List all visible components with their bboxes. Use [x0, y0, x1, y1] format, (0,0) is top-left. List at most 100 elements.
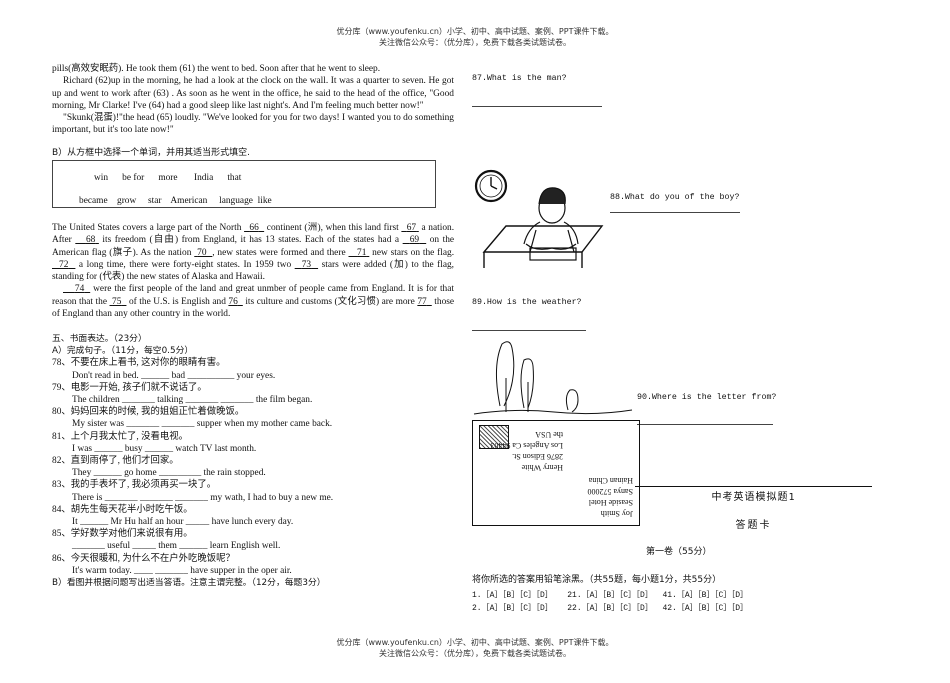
story-paragraph-1: pills(高效安眠药). He took them (61) the went… — [52, 64, 381, 74]
answer-card-part1: 第一卷（55分） — [646, 547, 712, 557]
answer-card-instruction: 将你所选的答案用铅笔涂黑。（共55题，每小题1分，共55分） — [472, 575, 722, 585]
answer-line-89[interactable] — [472, 330, 586, 331]
tree-icon — [565, 389, 579, 413]
answer-item[interactable]: 21.［A］［B］［C］［D］ — [567, 591, 653, 600]
sentence-item: 86、今天很暖和, 为什么不在户外吃晚饭呢？It's warm today. _… — [52, 553, 454, 577]
answer-item[interactable]: 1.［A］［B］［C］［D］ — [472, 591, 553, 600]
header-line-1: 优分库（www.youfenku.cn）小学、初中、高中试题、案例、PPT课件下… — [336, 27, 614, 36]
answer-card-subtitle: 答题卡 — [735, 520, 772, 531]
sentence-en: The children _______ talking _______ ___… — [72, 395, 313, 406]
word-item: like — [257, 196, 272, 206]
blank-74: 74 — [74, 284, 85, 295]
story-passage: pills(高效安眠药). He took them (61) the went… — [52, 63, 454, 137]
trees-weather-illustration — [473, 341, 633, 415]
word-item: became — [79, 196, 108, 206]
page-footer: 优分库（www.youfenku.cn）小学、初中、高中试题、案例、PPT课件下… — [0, 637, 950, 659]
answer-item[interactable]: 22.［A］［B］［C］［D］ — [567, 604, 653, 613]
blank-69: 69 — [409, 235, 420, 246]
header-line-2: 关注微信公众号：（优分库），免费下载各类试题试卷。 — [379, 38, 571, 47]
sentence-item: 84、胡先生每天花半小时吃午饭。 It ______ Mr Hu half an … — [52, 504, 454, 528]
blank-68: 68 — [85, 235, 96, 246]
word-box-row-2: became grow star American language like — [79, 196, 272, 206]
word-item: grow — [117, 196, 137, 206]
sentence-cn: 84、胡先生每天花半小时吃午饭。 — [52, 504, 193, 515]
sentence-item: 82、直到雨停了, 他们才回家。They ______ go home ____… — [52, 455, 454, 479]
sentence-cn: 80、妈妈回来的时候, 我的姐姐正忙着做晚饭。 — [52, 407, 245, 418]
answer-line-90[interactable] — [637, 424, 773, 425]
word-item: win — [94, 173, 109, 183]
usa-paragraph-1: The United States covers a large part of… — [52, 223, 455, 283]
section-5a-title: A）完成句子。（11分，每空0.5分） — [52, 346, 194, 357]
tree-icon — [520, 358, 534, 409]
blank-77: 77 — [417, 296, 427, 307]
blank-67: 67 — [406, 223, 417, 233]
question-89: 89.How is the weather? — [472, 298, 582, 307]
word-item: language — [219, 196, 253, 206]
word-item: American — [170, 196, 208, 206]
sentence-en: There is _______ _______ _______ my wath… — [72, 492, 334, 503]
blank-72: 72 — [59, 259, 69, 270]
sentence-en: Don't read in bed. ______ bad __________… — [72, 370, 276, 381]
answer-card-divider — [635, 486, 872, 487]
sentence-item: 79、电影一开始, 孩子们就不说话了。 The children _______ … — [52, 382, 454, 406]
writing-section: 五、书面表达。（23分） A）完成句子。（11分，每空0.5分） 78、不要在床… — [52, 333, 454, 589]
answer-item[interactable]: 41.［A］［B］［C］［D］ — [662, 591, 749, 600]
answer-line-88[interactable] — [610, 212, 740, 213]
question-88: 88.What do you of the boy? — [610, 193, 740, 202]
answer-item[interactable]: 2.［A］［B］［C］［D］ — [472, 604, 553, 613]
envelope-illustration: Joy Smith Seaside Hotel Sanya 572000 Hai… — [472, 420, 640, 526]
answer-card-title: 中考英语模拟题1 — [711, 492, 796, 503]
answer-row-2: 2.［A］［B］［C］［D］ 22.［A］［B］［C］［D］ 42.［A］［B］… — [472, 602, 748, 613]
footer-line-2: 关注微信公众号：（优分库），免费下载各类试题试卷。 — [379, 649, 571, 658]
story-paragraph-2: Richard (62)up in the morning, he had a … — [52, 76, 454, 111]
sentence-cn: 82、直到雨停了, 他们才回家。 — [52, 456, 179, 467]
sentence-item: 81、上个月我太忙了, 没看电视。I was ______ busy _____… — [52, 431, 454, 455]
usa-passage: The United States covers a large part of… — [52, 222, 454, 320]
sentence-en: I was ______ busy ______ watch TV last m… — [72, 443, 257, 454]
sentence-en: It's warm today. ____ _______ have suppe… — [72, 565, 292, 576]
blank-71: 71 — [357, 247, 367, 258]
page-header: 优分库（www.youfenku.cn）小学、初中、高中试题、案例、PPT课件下… — [0, 26, 950, 48]
clock-icon — [474, 169, 508, 203]
sentence-cn: 86、今天很暖和, 为什么不在户外吃晚饭呢？ — [52, 553, 235, 564]
section-5-title: 五、书面表达。（23分） — [52, 334, 147, 344]
desk — [482, 225, 604, 268]
word-item: that — [227, 173, 242, 183]
question-90: 90.Where is the letter from? — [637, 393, 777, 402]
sentence-en: They ______ go home _________ the rain s… — [72, 468, 266, 479]
sentence-cn: 81、上个月我太忙了, 没看电视。 — [52, 431, 188, 442]
answer-row-1: 1.［A］［B］［C］［D］ 21.［A］［B］［C］［D］ 41.［A］［B］… — [472, 589, 748, 600]
stamp-icon — [479, 425, 509, 449]
word-box: win be for more India that became grow s… — [52, 160, 436, 208]
tree-icon — [496, 341, 515, 407]
word-box-row-1: win be for more India that — [94, 173, 241, 183]
blank-76: 76 — [228, 296, 238, 307]
sentence-list: 78、不要在床上看书, 这对你的眼睛有害。Don't read in bed. … — [52, 357, 454, 577]
word-item: more — [158, 173, 178, 183]
word-item: India — [193, 173, 214, 183]
sentence-en: My sister was _______ _______ supper whe… — [72, 419, 333, 430]
answer-line-87[interactable] — [472, 106, 602, 107]
envelope-sender: Joy Smith Seaside Hotel Sanya 572000 Hai… — [587, 476, 633, 518]
story-paragraph-3: "Skunk(混蛋)!"the head (65) loudly. "We've… — [52, 113, 454, 136]
envelope-text: Joy Smith Seaside Hotel Sanya 572000 Hai… — [473, 421, 639, 525]
section-b-title: B）从方框中选择一个单词，并用其适当形式填空. — [52, 148, 251, 158]
blank-75: 75 — [112, 296, 122, 307]
usa-paragraph-2: 74 were the first people of the land and… — [52, 284, 455, 320]
boy-icon — [523, 187, 579, 261]
sentence-cn: 79、电影一开始, 孩子们就不说话了。 — [52, 382, 207, 393]
sentence-en: _______ useful _____ them ______ learn E… — [72, 541, 281, 552]
sentence-en: It ______ Mr Hu half an hour _____ have … — [72, 517, 294, 528]
footer-line-1: 优分库（www.youfenku.cn）小学、初中、高中试题、案例、PPT课件下… — [336, 638, 614, 647]
blank-73: 73 — [301, 259, 312, 270]
sentence-cn: 85、学好数学对他们来说很有用。 — [52, 529, 193, 540]
boy-writing-illustration — [474, 169, 604, 268]
envelope-recipient: Henry White 2876 Edison St. Los Angeles … — [490, 430, 563, 472]
sentence-item: 80、妈妈回来的时候, 我的姐姐正忙着做晚饭。My sister was ___… — [52, 406, 454, 430]
sentence-item: 83、我的手表坏了, 我必须再买一块了。There is _______ ___… — [52, 479, 454, 503]
sentence-cn: 78、不要在床上看书, 这对你的眼睛有害。 — [52, 358, 226, 369]
section-5b-title: B）看图并根据问题写出适当答语。注意主谓完整。（12分，每题3分） — [52, 578, 326, 589]
word-item: be for — [122, 173, 145, 183]
blank-70: 70 — [197, 247, 207, 258]
answer-item[interactable]: 42.［A］［B］［C］［D］ — [662, 604, 749, 613]
